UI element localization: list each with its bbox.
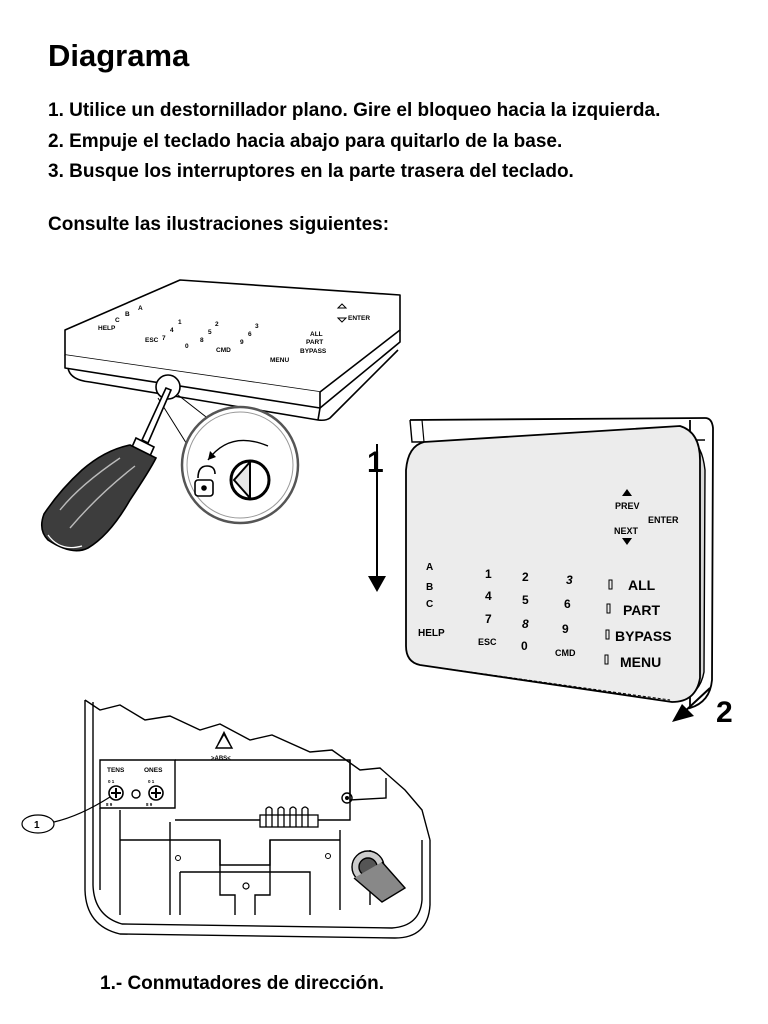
key-3: 3 [566,573,573,587]
key-7: 7 [485,612,492,626]
key-label-esc: ESC [145,337,159,344]
svg-text:8 9: 8 9 [106,802,113,807]
step-number-1: 1 [367,446,384,479]
key-part: PART [623,602,661,618]
key-label-cmd: CMD [216,347,231,354]
next-arrow-icon [622,538,632,545]
tens-label: TENS [107,767,125,774]
key-label-6: 6 [248,331,252,338]
key-all: ALL [628,577,656,593]
slide-down-arrow-icon [368,444,386,592]
figure-address-switches: >ABS< TENS ONES 0 1 0 1 8 9 8 9 [21,699,431,939]
key-label-help: HELP [98,325,116,332]
instruction-step-1: 1. Utilice un destornillador plano. Gire… [48,100,661,121]
key-label-bypass: BYPASS [300,348,327,355]
svg-text:0 1: 0 1 [108,779,115,784]
recycle-icon [214,730,234,749]
prev-arrow-icon [622,489,632,496]
pull-out-arrow-icon [672,687,711,722]
key-esc: ESC [478,637,497,647]
key-label-1: 1 [178,319,182,326]
key-cmd: CMD [555,648,576,658]
figure-screwdriver-unlock: HELP C B A 1 2 3 4 5 6 7 8 9 ESC 0 CMD A… [40,279,401,552]
callout-1: 1 [21,796,111,834]
key-label-menu: MENU [270,357,289,364]
lock-detail-magnifier [180,405,300,525]
key-c: C [426,599,433,610]
key-label-8: 8 [200,337,204,344]
ones-label: ONES [144,767,163,774]
key-label-3: 3 [255,323,259,330]
key-label-7: 7 [162,335,166,342]
key-a: A [426,562,433,573]
key-label-9: 9 [240,339,244,346]
keypad-left-keys: A B C HELP [418,562,445,639]
key-label-all: ALL [310,331,323,338]
keypad-top-labels: HELP C B A 1 2 3 4 5 6 7 8 9 ESC 0 CMD A… [98,305,370,364]
next-label: NEXT [614,526,639,536]
key-6: 6 [564,597,571,611]
key-label-4: 4 [170,327,174,334]
key-help: HELP [418,628,445,639]
instruction-step-3: 3. Busque los interruptores en la parte … [48,161,574,182]
callout-number: 1 [34,820,40,831]
key-label-0: 0 [185,343,189,350]
prev-label: PREV [615,501,640,511]
svg-text:8 9: 8 9 [146,802,153,807]
key-0: 0 [521,639,528,653]
figure-caption: 1.- Conmutadores de dirección. [100,973,384,994]
illustrations-intro: Consulte las ilustraciones siguientes: [48,214,390,235]
recycle-code: >ABS< [211,756,231,762]
unlock-padlock-icon [194,465,216,497]
key-5: 5 [522,593,529,607]
instruction-list: 1. Utilice un destornillador plano. Gire… [48,96,660,188]
figure-keypad-removal: 1 2 PREV ENTER NEXT A B C HELP 1 2 3 4 5… [367,417,733,729]
key-label-c: C [115,317,120,324]
keypad-number-keys: 1 2 3 4 5 6 7 8 9 ESC 0 CMD [478,567,576,658]
key-label-b: B [125,311,130,318]
key-menu: MENU [620,654,661,670]
key-label-5: 5 [208,329,212,336]
enter-label: ENTER [648,515,679,525]
key-1: 1 [485,567,492,581]
key-2: 2 [522,570,529,584]
lock-cylinder-icon [351,850,407,903]
page-title: Diagrama [48,38,190,73]
lock-point-circle [155,374,181,400]
key-label-enter: ENTER [348,315,370,322]
key-9: 9 [562,622,569,636]
screwdriver-icon [40,386,173,552]
key-label-a: A [138,305,143,312]
svg-text:0 1: 0 1 [148,779,155,784]
address-switch-block: TENS ONES 0 1 0 1 8 9 8 9 [106,767,164,807]
instruction-step-2: 2. Empuje el teclado hacia abajo para qu… [48,130,563,152]
step-number-2: 2 [716,696,733,729]
key-4: 4 [485,589,492,603]
keypad-mode-keys: ALL PART BYPASS MENU [604,577,672,670]
key-label-2: 2 [215,321,219,328]
key-label-part: PART [306,339,323,346]
key-bypass: BYPASS [615,628,672,644]
ones-rotary-switch-icon [148,785,164,801]
connector-pins-icon [259,806,319,828]
key-8: 8 [522,617,529,631]
key-b: B [426,582,433,593]
tens-rotary-switch-icon [108,785,124,801]
